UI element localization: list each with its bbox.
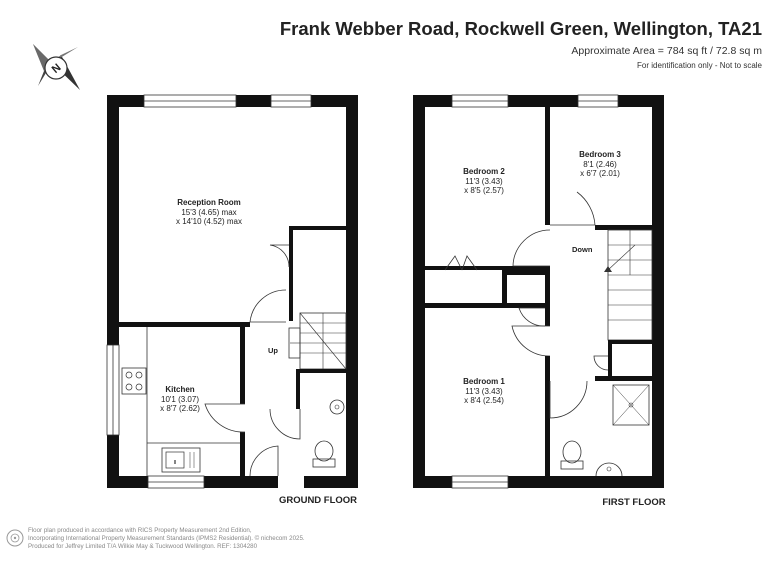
bedroom2-dim2: x 8'5 (2.57) [464,186,504,195]
reception-room-dim2: x 14'10 (4.52) max [176,217,242,226]
footer-line-3: Produced for Jeffrey Limited T/A Wilkie … [28,543,258,550]
bedroom2-name: Bedroom 2 [463,167,505,176]
bedroom3-dim1: 8'1 (2.46) [583,160,617,169]
reception-room-name: Reception Room [177,198,241,207]
footer-disclaimer: Floor plan produced in accordance with R… [28,527,305,551]
ground-floor-label: GROUND FLOOR [279,495,357,506]
stairs-down-label: Down [572,245,593,254]
bedroom1-dim2: x 8'4 (2.54) [464,396,504,405]
ground-floor-plan: Reception Room 15'3 (4.65) max x 14'10 (… [106,94,358,506]
identification-note: For identification only - Not to scale [637,61,762,70]
reception-room-dim1: 15'3 (4.65) max [181,208,236,217]
footer-line-1: Floor plan produced in accordance with R… [28,527,252,534]
first-floor-plan: Bedroom 2 11'3 (3.43) x 8'5 (2.57) Bedro… [413,94,666,508]
bedroom1-name: Bedroom 1 [463,377,505,386]
kitchen-dim1: 10'1 (3.07) [161,395,199,404]
kitchen-dim2: x 8'7 (2.62) [160,404,200,413]
stairs-up-label: Up [268,346,278,355]
rics-logo-icon [6,529,24,547]
footer-line-2: Incorporating International Property Mea… [28,535,305,542]
first-floor-label: FIRST FLOOR [602,497,665,508]
bedroom1-dim1: 11'3 (3.43) [465,387,503,396]
kitchen-name: Kitchen [165,385,194,394]
bedroom3-name: Bedroom 3 [579,150,621,159]
compass-icon: N [33,44,80,90]
approximate-area: Approximate Area = 784 sq ft / 72.8 sq m [571,45,762,57]
property-address-title: Frank Webber Road, Rockwell Green, Welli… [279,18,762,39]
bedroom3-dim2: x 6'7 (2.01) [580,169,620,178]
bedroom2-dim1: 11'3 (3.43) [465,177,503,186]
